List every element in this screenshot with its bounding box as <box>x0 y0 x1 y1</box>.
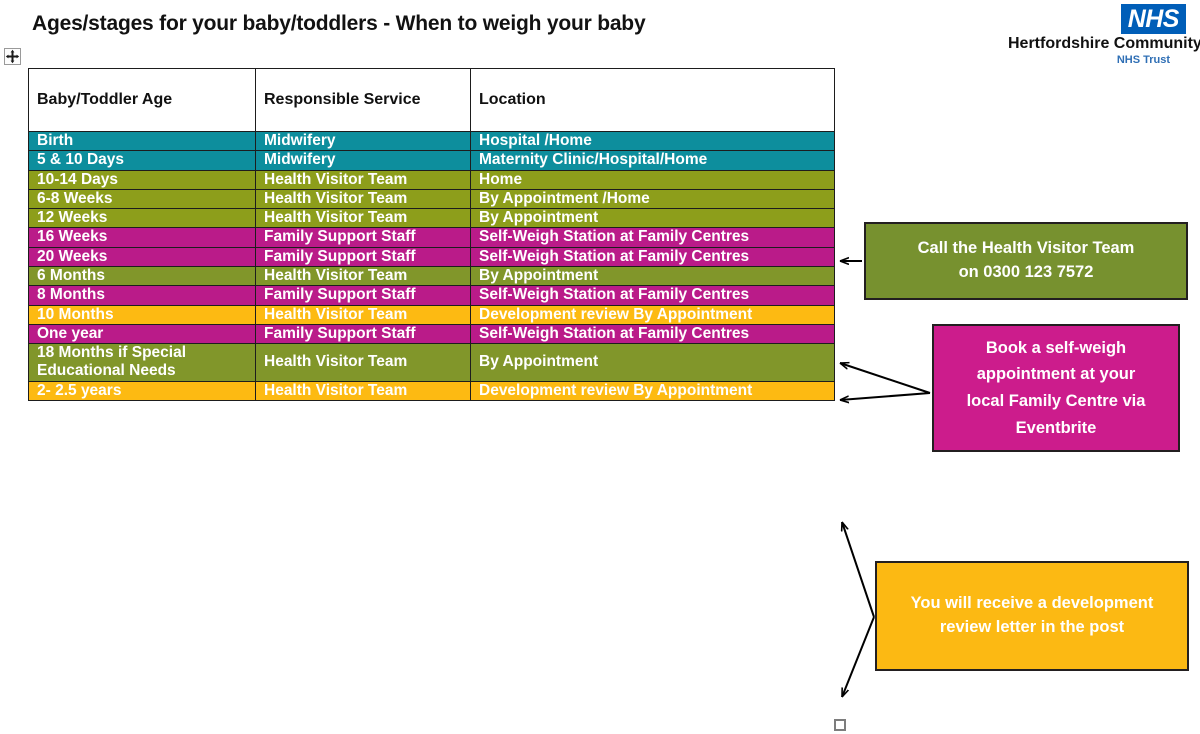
age-cell: One year <box>28 323 256 345</box>
location-cell: By Appointment <box>470 265 835 287</box>
age-cell: 10-14 Days <box>28 169 256 190</box>
service-cell: Health Visitor Team <box>255 169 471 190</box>
service-cell: Health Visitor Team <box>255 304 471 325</box>
callout-hv-line2: on 0300 123 7572 <box>958 263 1094 281</box>
location-cell: By Appointment /Home <box>470 188 835 210</box>
arrow-self-weigh-upper <box>840 363 931 394</box>
location-cell: Hospital /Home <box>470 130 835 152</box>
location-cell: By Appointment <box>470 208 835 229</box>
age-cell: 5 & 10 Days <box>28 150 256 171</box>
service-cell: Family Support Staff <box>255 285 471 306</box>
age-cell: 2- 2.5 years <box>28 380 256 401</box>
age-cell: Birth <box>28 130 256 152</box>
callout-hv-line1: Call the Health Visitor Team <box>917 239 1135 258</box>
location-cell: By Appointment <box>470 343 835 382</box>
service-cell: Midwifery <box>255 150 471 171</box>
callout-sw-line2: appointment at your <box>976 365 1136 384</box>
age-cell: 10 Months <box>28 304 256 325</box>
trust-name-label: Hertfordshire Community <box>1008 35 1200 52</box>
table-header-row: Baby/Toddler Age Responsible Service Loc… <box>28 68 835 132</box>
location-cell: Self-Weigh Station at Family Centres <box>470 227 835 248</box>
nhs-logo: NHS Hertfordshire Community NHS Trust <box>1008 4 1200 72</box>
location-cell: Self-Weigh Station at Family Centres <box>470 246 835 267</box>
location-cell: Development review By Appointment <box>470 380 835 401</box>
arrow-dev-review-lower <box>841 616 875 697</box>
nhs-badge-text: NHS <box>1120 4 1186 34</box>
column-header-location: Location <box>470 68 835 132</box>
age-cell: 20 Weeks <box>28 246 256 267</box>
move-handle-icon[interactable] <box>4 48 21 65</box>
column-header-service: Responsible Service <box>255 68 471 132</box>
service-cell: Family Support Staff <box>255 246 471 267</box>
callout-development-review: You will receive a development review le… <box>875 561 1189 671</box>
service-cell: Family Support Staff <box>255 227 471 248</box>
age-cell: 8 Months <box>28 285 256 306</box>
callout-sw-line3: local Family Centre via <box>966 392 1146 410</box>
column-header-age: Baby/Toddler Age <box>28 68 256 132</box>
location-cell: Development review By Appointment <box>470 304 835 325</box>
callout-sw-line1: Book a self-weigh <box>985 338 1127 357</box>
location-cell: Home <box>470 169 835 190</box>
service-cell: Health Visitor Team <box>255 343 471 382</box>
location-cell: Self-Weigh Station at Family Centres <box>470 323 835 345</box>
service-cell: Health Visitor Team <box>255 208 471 229</box>
service-cell: Health Visitor Team <box>255 380 471 401</box>
callout-dr-line1: You will receive a development <box>910 594 1154 613</box>
location-cell: Maternity Clinic/Hospital/Home <box>470 150 835 171</box>
age-cell: 6 Months <box>28 265 256 287</box>
arrow-self-weigh-lower <box>840 392 931 400</box>
age-cell: 16 Weeks <box>28 227 256 248</box>
callout-sw-line4: Eventbrite <box>1015 418 1097 437</box>
page-title: Ages/stages for your baby/toddlers - Whe… <box>32 12 646 35</box>
location-cell: Self-Weigh Station at Family Centres <box>470 285 835 306</box>
age-cell: 18 Months if Special Educational Needs <box>28 343 256 382</box>
age-cell: 6-8 Weeks <box>28 188 256 210</box>
service-cell: Health Visitor Team <box>255 188 471 210</box>
trust-subtitle-label: NHS Trust <box>1116 54 1170 66</box>
service-cell: Health Visitor Team <box>255 265 471 287</box>
callout-dr-line2: review letter in the post <box>939 618 1125 636</box>
service-cell: Family Support Staff <box>255 323 471 345</box>
callout-health-visitor: Call the Health Visitor Team on 0300 123… <box>864 222 1188 300</box>
weighing-schedule-table: Baby/Toddler Age Responsible Service Loc… <box>28 68 835 401</box>
callout-self-weigh: Book a self-weigh appointment at your lo… <box>932 324 1180 452</box>
arrow-dev-review-upper <box>842 522 875 618</box>
service-cell: Midwifery <box>255 130 471 152</box>
age-cell: 12 Weeks <box>28 208 256 229</box>
resize-handle-icon[interactable] <box>834 719 846 731</box>
